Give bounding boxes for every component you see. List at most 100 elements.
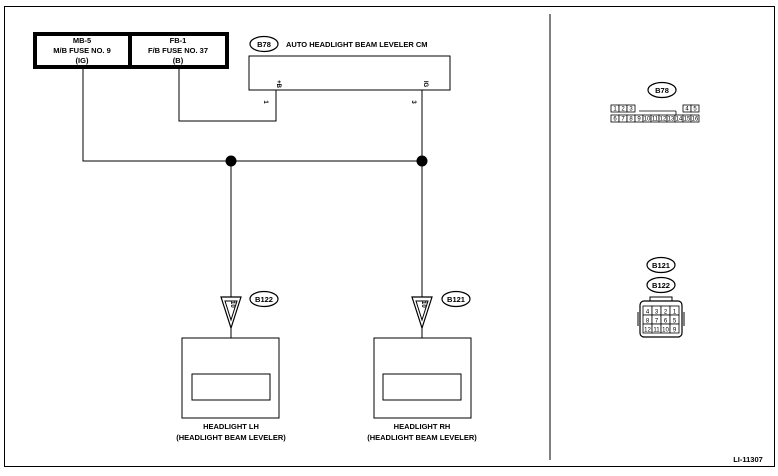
b78-pin-label: 2	[621, 106, 625, 112]
b12x-pin: 4	[642, 305, 653, 316]
connector-badge-b122	[249, 290, 279, 308]
headlight-rh: HEADLIGHT RH (HEADLIGHT BEAM LEVELER)	[367, 337, 477, 442]
b78-pin-label: 10	[644, 116, 651, 122]
b78-pin-label: 4	[685, 106, 689, 112]
cm-pin-ig-name: IG	[422, 81, 428, 88]
connector-view-id-b122: B122	[652, 281, 670, 290]
fuse-mb5-line2: M/B FUSE NO. 9	[53, 46, 111, 55]
cm-pin-plus-b-name: +B	[275, 80, 281, 89]
b78-pin: 7	[618, 114, 628, 122]
connector-badge-b78	[249, 35, 279, 53]
rh-caption-line1: HEADLIGHT RH	[394, 422, 451, 431]
b78-pin-label: 1	[613, 106, 617, 112]
fuse-mb5: MB-5 M/B FUSE NO. 9 (IG)	[33, 32, 132, 69]
b78-pin: 2	[618, 104, 628, 112]
b78-pin: 11	[650, 114, 660, 122]
cm-pin-3-number: 3	[410, 100, 416, 104]
b12x-pin-label: 10	[662, 327, 669, 333]
diagram-frame	[4, 6, 775, 467]
b78-pin-label: 13	[668, 116, 675, 122]
b78-pin: 10	[642, 114, 652, 122]
b78-pin: 8	[626, 114, 636, 122]
connector-id-b78: B78	[257, 40, 271, 49]
splice-point-rh	[416, 155, 428, 167]
lh-pin-number: 10	[229, 301, 235, 308]
b78-pin-label: 3	[629, 106, 633, 112]
connector-view-id-b121: B121	[652, 261, 670, 270]
cm-body	[248, 55, 451, 91]
b12x-pin-label: 4	[646, 309, 650, 315]
b12x-pin-label: 8	[646, 318, 650, 324]
connector-view-badge-b121	[646, 256, 676, 274]
b78-pin-label: 9	[637, 116, 641, 122]
b78-pin: 4	[682, 104, 692, 112]
b78-pin-label: 8	[629, 116, 633, 122]
headlight-rh-connector: 10 B121	[411, 290, 471, 330]
fuse-fb1-line3: (B)	[173, 56, 184, 65]
b12x-pin-label: 9	[673, 327, 677, 333]
b12x-pin-label: 11	[653, 327, 660, 333]
b12x-pin: 10	[660, 323, 671, 334]
b78-pin-label: 14	[676, 116, 683, 122]
lh-leveler-motor	[191, 373, 271, 401]
b78-pin-label: 12	[660, 116, 667, 122]
headlight-lh: HEADLIGHT LH (HEADLIGHT BEAM LEVELER)	[176, 337, 286, 442]
headlight-lh-connector: 10 B122	[220, 290, 279, 330]
splice-point-lh	[225, 155, 237, 167]
b12x-pin-label: 7	[655, 318, 659, 324]
b12x-pin: 6	[660, 314, 671, 325]
wiring	[82, 67, 428, 373]
fuse-fb1: FB-1 F/B FUSE NO. 37 (B)	[128, 32, 229, 69]
fuse-mb5-line3: (IG)	[76, 56, 89, 65]
b12x-pin: 12	[642, 323, 653, 334]
b12x-pin-label: 1	[673, 309, 677, 315]
b78-pin-label: 7	[621, 116, 625, 122]
b12x-pin-label: 6	[664, 318, 668, 324]
b78-pin-label: 5	[693, 106, 697, 112]
fuse-mb5-line1: MB-5	[73, 36, 91, 45]
b78-pin: 9	[634, 114, 644, 122]
rh-pin-number: 10	[420, 301, 426, 308]
lh-caption-line2: (HEADLIGHT BEAM LEVELER)	[176, 433, 286, 442]
figure-code: LI-11307	[733, 455, 763, 464]
b12x-pin-label: 5	[673, 318, 677, 324]
connector-id-b121: B121	[447, 295, 465, 304]
connector-badge-b121	[441, 290, 471, 308]
cm-pin-1-number: 1	[262, 100, 268, 104]
b78-pin: 12	[658, 114, 668, 122]
rh-caption-line2: (HEADLIGHT BEAM LEVELER)	[367, 433, 477, 442]
b12x-pin: 5	[669, 314, 680, 325]
b12x-pin: 3	[651, 305, 662, 316]
fuse-fb1-line1: FB-1	[170, 36, 187, 45]
b12x-pin: 1	[669, 305, 680, 316]
b78-pin: 3	[626, 104, 636, 112]
b12x-pin: 9	[669, 323, 680, 334]
b78-pin: 16	[690, 114, 700, 122]
rh-leveler-motor	[382, 373, 462, 401]
b78-pin: 13	[666, 114, 676, 122]
b78-pin: 1	[610, 104, 620, 112]
b78-pin-label: 16	[692, 116, 699, 122]
b12x-pin: 7	[651, 314, 662, 325]
beam-leveler-cm: B78 AUTO HEADLIGHT BEAM LEVELER CM +B 1 …	[248, 35, 451, 104]
b12x-pin: 2	[660, 305, 671, 316]
cm-title: AUTO HEADLIGHT BEAM LEVELER CM	[286, 40, 428, 49]
b12x-pin: 8	[642, 314, 653, 325]
b78-pin-label: 6	[613, 116, 617, 122]
b78-pin-label: 11	[652, 116, 659, 122]
b78-pin: 14	[674, 114, 684, 122]
b12x-pin-label: 12	[644, 327, 651, 333]
b78-pin: 6	[610, 114, 620, 122]
b12x-pin-label: 3	[655, 309, 659, 315]
connector-view-badge-b78	[647, 81, 677, 99]
b78-pin: 5	[690, 104, 700, 112]
b78-pin: 15	[682, 114, 692, 122]
fuse-fb1-line2: F/B FUSE NO. 37	[148, 46, 208, 55]
